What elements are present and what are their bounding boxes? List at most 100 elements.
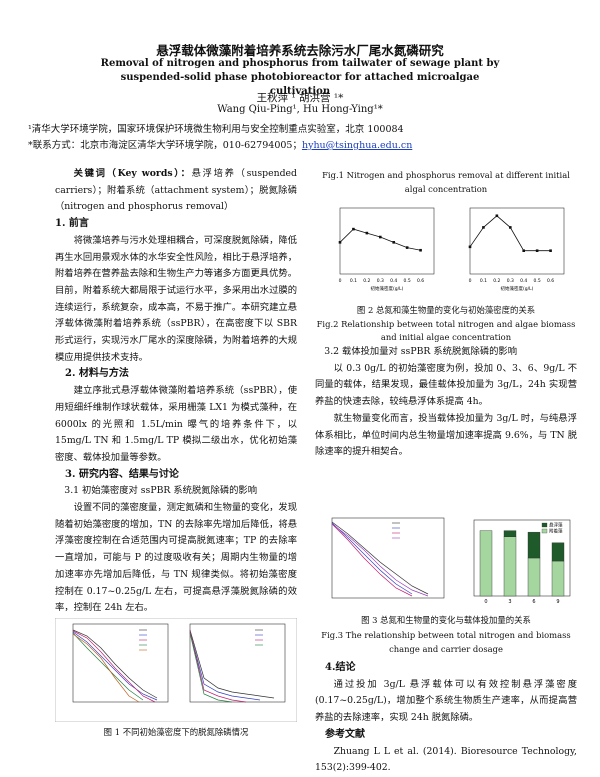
fig3-curve <box>331 523 413 597</box>
x-tick-label: 0.4 <box>390 278 397 284</box>
fig1-curve <box>72 631 158 701</box>
references-title: 参考文献 <box>325 728 365 740</box>
x-axis-label: 初始藻密度(g/L) <box>371 285 404 292</box>
figure-1-panels <box>55 618 297 722</box>
bar <box>551 560 565 597</box>
x-tick-label: 0.4 <box>520 278 527 284</box>
fig3-left-chart <box>331 517 445 599</box>
legend-label: 悬浮藻 <box>549 522 563 529</box>
fig1-left-panel <box>72 623 169 703</box>
fig2-caption-en: Fig.2 Relationship between total nitroge… <box>316 319 576 342</box>
bar <box>527 531 541 559</box>
x-tick-label: 0.5 <box>404 278 411 284</box>
fig3-caption-en: Fig.3 The relationship between total nit… <box>321 630 571 654</box>
fig-top-caption: Fig.1 Nitrogen and phosphorus removal at… <box>322 170 570 194</box>
plot-frame <box>469 207 565 275</box>
section-1-text: 将微藻培养与污水处理相耦合，可深度脱氮除磷，降低再生水回用景观水体的水华安全性风… <box>55 234 297 363</box>
reference-1: Zhuang L L et al. (2014). Bioresource Te… <box>315 745 577 774</box>
data-point <box>522 249 526 253</box>
section-4-text: 通过投加 3g/L 悬浮载体可以有效控制悬浮藻密度(0.17~0.25g/L)，… <box>315 678 577 724</box>
contact-line: *联系方式：北京市海淀区清华大学环境学院，010-62794005；hyhu@t… <box>28 137 412 151</box>
data-point <box>378 235 382 239</box>
section-2-text: 建立序批式悬浮载体微藻附着培养系统（ssPBR），使用短细纤维制作球状载体，采用… <box>55 385 297 463</box>
section-3-title: 3. 研究内容、结果与讨论 <box>65 468 179 480</box>
bar <box>479 530 493 597</box>
contact-prefix: *联系方式：北京市海淀区清华大学环境学院，010-62794005； <box>28 140 302 151</box>
section-3-1-text: 设置不同的藻密度量，测定氮磷和生物量的变化，发现随着初始藻密度的增加，TN 的去… <box>55 502 297 614</box>
fig1-curve <box>72 632 144 701</box>
affiliation: ¹清华大学环境学院，国家环境保护环境微生物利用与安全控制重点实验室，北京 100… <box>28 124 404 135</box>
legend-label: 附着藻 <box>549 528 563 535</box>
fig1-curve <box>189 629 275 699</box>
fig1-caption: 图 1 不同初始藻密度下的脱氮除磷情况 <box>103 727 249 737</box>
legend-swatch <box>541 528 548 534</box>
paper-title-cn: 悬浮载体微藻附着培养系统去除污水厂尾水氮磷研究 <box>156 43 444 58</box>
x-tick-label: 0 <box>484 599 487 605</box>
x-tick-label: 0.6 <box>547 278 554 284</box>
keywords-label: 关键词（Key words）： <box>73 168 192 179</box>
data-point <box>508 226 512 229</box>
data-point <box>535 249 539 253</box>
series-line <box>469 215 551 252</box>
data-point <box>392 241 396 244</box>
plot-frame <box>473 519 571 597</box>
x-tick-label: 9 <box>556 599 559 605</box>
fig1-curve <box>189 631 261 701</box>
fig2-right-chart: 0 0.1 0.2 0.3 0.4 0.5 0.6 初始藻密度(g/L) <box>468 207 565 292</box>
data-point <box>549 249 552 253</box>
fig1-curve <box>189 630 247 703</box>
x-tick-label: 0.5 <box>534 278 541 284</box>
x-tick-label: 0.2 <box>493 278 500 284</box>
bar <box>527 557 541 597</box>
fig2-caption-cn: 图 2 总氮和藻生物量的变化与初始藻密度的关系 <box>356 305 536 315</box>
x-tick-label: 0.2 <box>363 278 370 284</box>
x-tick-label: 0 <box>339 278 342 284</box>
fig1-right-panel <box>189 623 286 703</box>
data-point <box>352 227 355 231</box>
data-point <box>468 245 472 249</box>
x-tick-label: 0.6 <box>417 278 424 284</box>
x-tick-label: 0.1 <box>480 278 487 284</box>
series-line <box>339 228 421 251</box>
x-axis-label: 初始藻密度(g/L) <box>501 285 534 292</box>
section-2-title: 2. 材料与方法 <box>65 368 129 380</box>
fig1-curve <box>189 632 233 703</box>
keywords-text: 悬浮培养（suspended carriers）；附着系统（attachment… <box>55 168 297 213</box>
data-point <box>495 214 499 218</box>
email-link[interactable]: hyhu@tsinghua.edu.cn <box>301 140 413 151</box>
left-column: 关键词（Key words）：悬浮培养（suspended carriers）；… <box>55 166 297 617</box>
section-4-title: 4.结论 <box>325 662 356 673</box>
keywords: 关键词（Key words）：悬浮培养（suspended carriers）；… <box>55 166 297 216</box>
right-column-lower: 4.结论 通过投加 3g/L 悬浮载体可以有效控制悬浮藻密度(0.17~0.25… <box>315 660 577 777</box>
data-point <box>365 231 369 235</box>
data-point <box>405 246 409 249</box>
right-column-upper: Fig.2 Relationship between total nitroge… <box>315 318 577 461</box>
plot-frame <box>339 207 435 275</box>
bar <box>551 542 565 562</box>
bar <box>503 530 517 537</box>
x-tick-label: 0.1 <box>350 278 357 284</box>
authors-cn: 王秋萍 ¹ 胡洪营 ¹* <box>256 92 344 104</box>
fig1-curve <box>72 629 158 699</box>
data-point <box>482 226 485 229</box>
fig3-curve <box>331 523 429 597</box>
fig3-curve <box>331 521 429 595</box>
fig1-curve <box>72 630 156 703</box>
x-tick-label: 3 <box>508 599 511 605</box>
paper-title-en: Removal of nitrogen and phosphorus from … <box>100 58 500 97</box>
section-3-2-text: 以 0.3 0g/L 的初始藻密度为例，投加 0、3、6、9g/L 不同量的载体… <box>315 362 577 408</box>
x-tick-label: 0.3 <box>377 278 384 284</box>
authors-en: Wang Qiu-Ping¹, Hu Hong-Ying¹* <box>217 104 383 115</box>
legend-swatch <box>541 522 548 528</box>
section-3-2-text2: 就生物量变化而言，投当载体投加量为 3g/L 时，与纯悬浮体系相比，单位时间内总… <box>315 412 577 458</box>
section-3-2-title: 3.2 载体投加量对 ssPBR 系统脱氮除磷的影响 <box>324 346 518 357</box>
data-point <box>338 241 342 244</box>
fig2-left-chart: 0 0.1 0.2 0.3 0.4 0.5 0.6 初始藻密度(g/L) <box>338 207 435 292</box>
fig3-curve <box>331 522 413 595</box>
x-tick-label: 0.3 <box>507 278 514 284</box>
bar <box>503 536 517 597</box>
x-tick-label: 0 <box>469 278 472 284</box>
section-3-1-title: 3.1 初始藻密度对 ssPBR 系统脱氮除磷的影响 <box>64 485 258 497</box>
fig3-caption-cn: 图 3 总氮和生物量的变化与载体投加量的关系 <box>361 615 531 625</box>
